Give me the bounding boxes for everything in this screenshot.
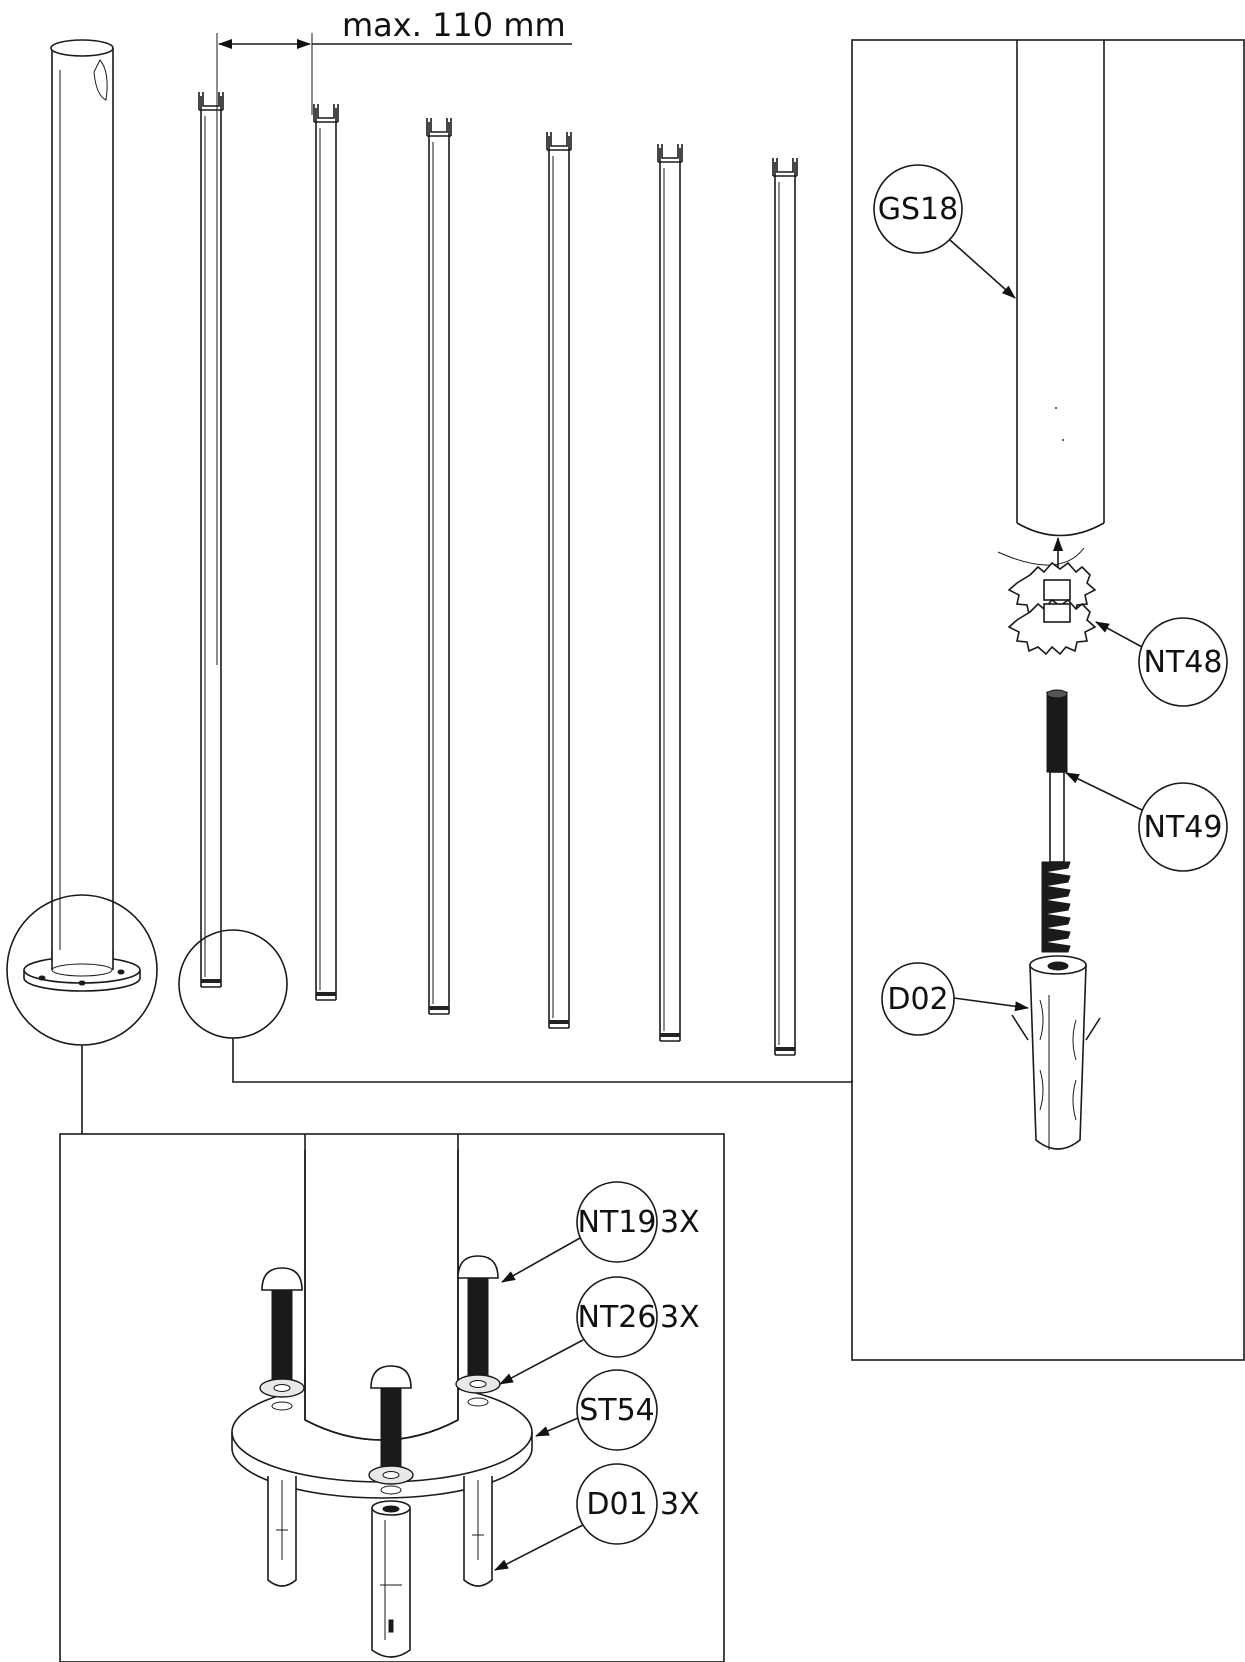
- detail-circle-pole: [178, 929, 288, 1039]
- callout-nt19-label: NT19: [578, 1205, 657, 1240]
- dimension-label: max. 110 mm: [342, 6, 566, 44]
- callout-nt26-label: NT26: [578, 1300, 657, 1335]
- callout-d01-label: D01: [586, 1487, 647, 1522]
- callout-d01-qty: 3X: [660, 1487, 700, 1522]
- callout-d02: D02: [881, 962, 1029, 1036]
- dimension-max-distance: max. 110 mm: [216, 6, 572, 665]
- callout-d02-label: D02: [887, 982, 948, 1017]
- post-base-flange: [23, 950, 141, 992]
- callout-nt48: NT48: [1095, 617, 1228, 707]
- pole-detail-tube: [1016, 40, 1105, 537]
- callout-st54: ST54: [535, 1369, 658, 1451]
- callout-gs18: GS18: [873, 164, 1016, 299]
- thin-pole: [313, 104, 339, 1001]
- nt48-star-washer: [1007, 561, 1097, 656]
- leader-detail-pole: [232, 1038, 853, 1083]
- thin-poles: [198, 92, 798, 1056]
- callout-nt49: NT49: [1065, 772, 1228, 872]
- main-post: [50, 39, 114, 970]
- nt19-bolts: [261, 1255, 499, 1469]
- d01-anchors: [267, 1476, 493, 1658]
- callout-nt26-qty: 3X: [660, 1300, 700, 1335]
- thin-pole: [772, 158, 798, 1056]
- callout-d01: D01 3X: [494, 1463, 700, 1571]
- thin-pole: [426, 118, 452, 1015]
- callout-nt19-qty: 3X: [660, 1205, 700, 1240]
- detail-box-base-anchor: [59, 1133, 725, 1662]
- detail-box-pole-anchor: [851, 39, 1245, 1361]
- nt49-threaded-rod: [1041, 689, 1071, 953]
- rotate-arc: [997, 547, 1085, 566]
- callout-gs18-label: GS18: [878, 192, 958, 227]
- thin-pole: [657, 144, 683, 1042]
- callout-nt26: NT26 3X: [499, 1276, 700, 1385]
- d02-dowel: [1011, 955, 1101, 1150]
- thin-pole: [198, 92, 224, 988]
- callout-nt19: NT19 3X: [501, 1181, 700, 1283]
- callout-nt49-label: NT49: [1144, 810, 1223, 845]
- callout-nt48-label: NT48: [1144, 645, 1223, 680]
- nt26-washers: [259, 1374, 501, 1495]
- thin-pole: [546, 132, 572, 1029]
- callout-st54-label: ST54: [579, 1393, 655, 1428]
